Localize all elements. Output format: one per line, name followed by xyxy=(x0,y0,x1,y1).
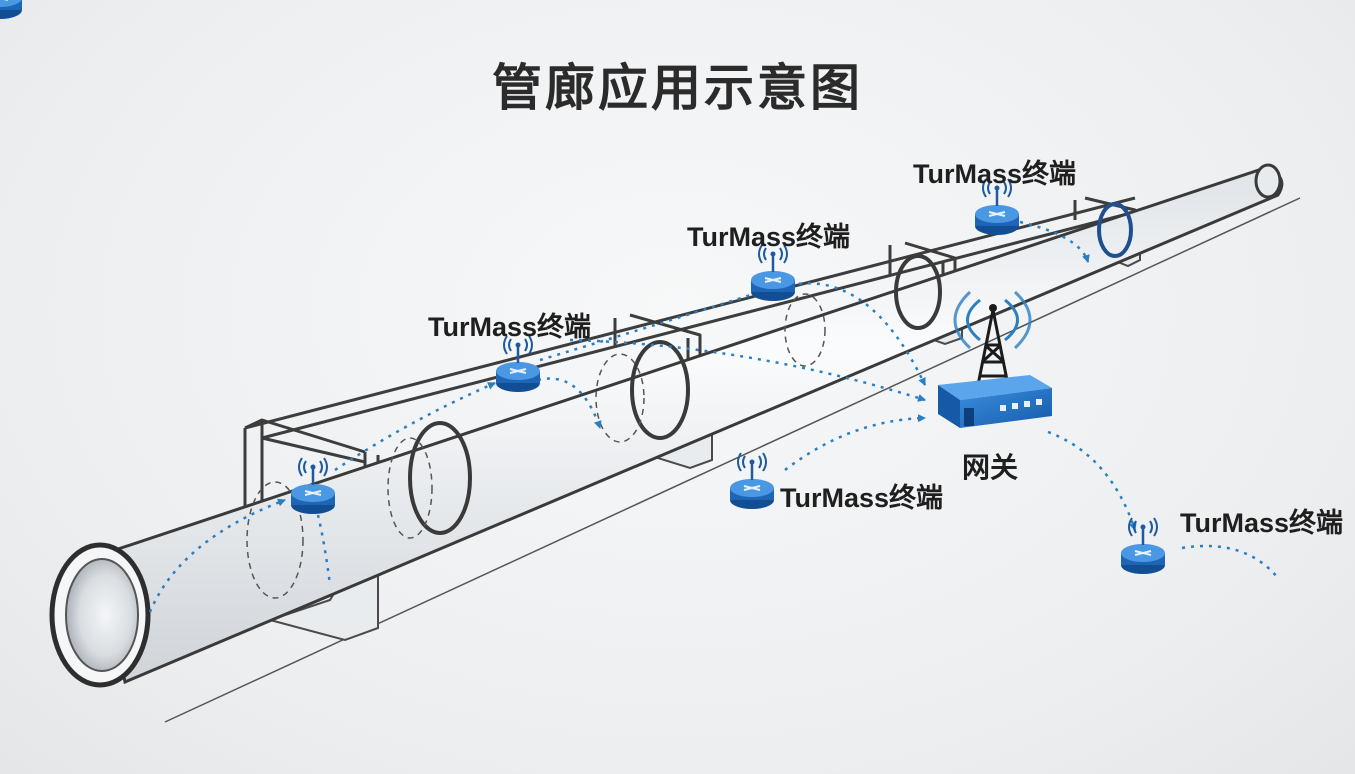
pipe xyxy=(49,163,1284,688)
page-title: 管廊应用示意图 xyxy=(492,59,863,117)
terminal-device-5 xyxy=(728,451,776,511)
terminal-device-2 xyxy=(494,334,542,394)
router-icon xyxy=(0,0,22,19)
terminal-label-4: TurMass终端 xyxy=(913,159,1077,189)
radio-links xyxy=(148,220,1279,613)
gateway-label: 网关 xyxy=(962,451,1019,484)
gateway-icon xyxy=(938,290,1052,428)
ground-lines xyxy=(164,197,1301,723)
terminal-label-5: TurMass终端 xyxy=(780,483,944,513)
terminal-device-6 xyxy=(1119,516,1167,576)
terminal-label-2: TurMass终端 xyxy=(428,312,592,342)
terminal-label-3: TurMass终端 xyxy=(687,222,851,252)
terminal-label-6: TurMass终端 xyxy=(1180,508,1344,538)
